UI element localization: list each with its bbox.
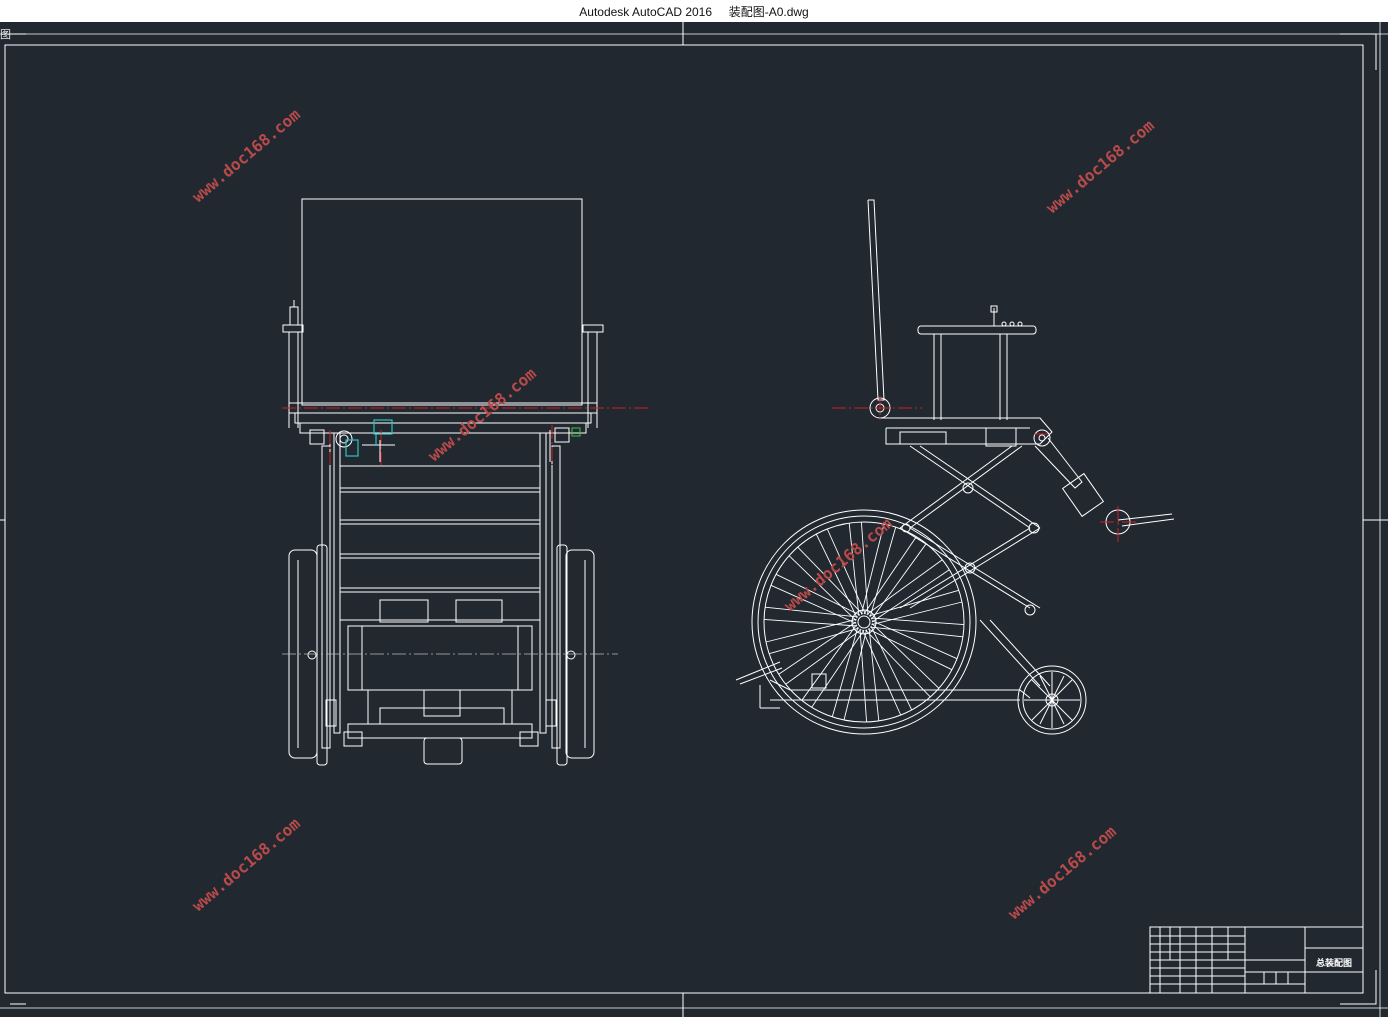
front-centerline [282,407,650,465]
wheel-spoke [831,626,859,717]
wheel-spoke [871,543,927,620]
cyan-coupling [345,419,393,457]
wheel-spoke [778,621,857,675]
wheel-spoke [763,618,858,627]
wheel-spoke [785,629,862,685]
watermark-text: www.doc168.com [188,814,304,915]
wheel-spoke [866,559,943,615]
wheel-spoke [870,617,965,626]
wheel-spoke [870,626,963,638]
drawing-svg[interactable]: 总装配图 www.doc168.com www.doc168.com www.d… [0,22,1388,1017]
watermark-text: www.doc168.com [1042,116,1158,217]
wheel-spoke [797,546,863,615]
wheel-spoke [863,536,917,615]
wheel-spoke [871,601,963,626]
title-block-drawing-name: 总装配图 [1316,957,1352,968]
wheel-spoke [765,618,857,643]
drawing-canvas[interactable]: 图 [0,22,1388,1017]
wheel-spoke [811,629,865,708]
wheel-spoke [868,628,880,721]
wheel-spoke [815,533,858,619]
wheel-spoke [826,528,866,615]
wheel-spoke [865,629,931,698]
front-view [282,198,604,766]
side-view [735,199,1175,735]
wheel-spoke [869,527,897,618]
side-centerline [832,396,1136,542]
wheel-spoke [765,606,858,618]
wheel-spoke [775,573,861,616]
wheel-spoke [788,555,857,621]
wheel-spoke [871,620,958,660]
wheel-spoke [868,589,959,617]
wheel-spoke [860,521,869,616]
sheet-border [0,22,1388,1017]
watermark-text: www.doc168.com [1004,822,1120,923]
wheel-spoke [871,569,950,623]
viewport-label[interactable]: 图 [0,29,11,41]
wheel-spoke [769,627,860,655]
wheel-spoke [862,629,902,716]
wheel-spokes [763,521,965,723]
wheel-spoke [843,629,868,721]
wheel-spoke [860,523,885,615]
wheel-spoke [871,623,940,689]
watermark-text: www.doc168.com [188,105,304,206]
title-block [1149,926,1364,994]
watermark-text: www.doc168.com [424,364,540,465]
wheel-spoke [859,628,868,723]
wheel-spoke [867,628,953,671]
wheel-spoke [848,523,860,616]
wheel-spoke [801,624,857,701]
green-bearing [571,427,581,437]
wheel-spoke [870,625,913,711]
window-titlebar: Autodesk AutoCAD 2016 装配图-A0.dwg [0,0,1388,23]
window-title: Autodesk AutoCAD 2016 装配图-A0.dwg [579,5,809,19]
wheel-spoke [770,584,857,624]
